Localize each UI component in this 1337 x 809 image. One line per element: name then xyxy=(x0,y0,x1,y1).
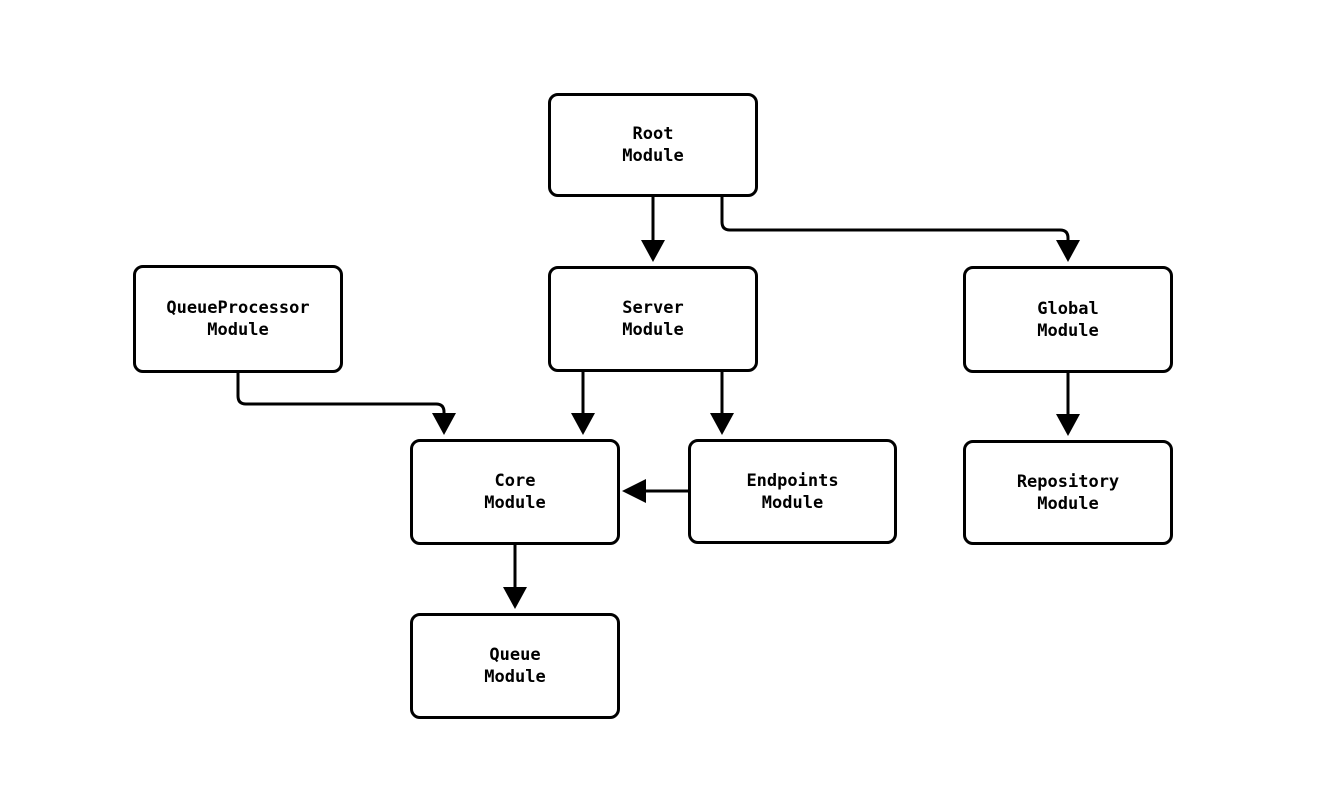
arrowhead-root-to-server xyxy=(641,240,665,262)
arrowhead-server-to-core xyxy=(571,413,595,435)
queueprocessor-module-title: QueueProcessor xyxy=(166,298,310,318)
endpoints-module-subtitle: Module xyxy=(761,492,824,513)
edge-root-to-global xyxy=(720,197,1080,262)
repository-module-node[interactable]: Repository Module xyxy=(963,440,1173,545)
arrowhead-root-to-global xyxy=(1056,240,1080,262)
global-module-node[interactable]: Global Module xyxy=(963,266,1173,373)
arrowhead-core-to-queue xyxy=(503,587,527,609)
core-module-node[interactable]: Core Module xyxy=(410,439,620,545)
queue-module-title: Queue xyxy=(489,645,541,665)
edge-global-to-repository xyxy=(1056,373,1080,436)
server-module-node[interactable]: Server Module xyxy=(548,266,758,372)
root-module-node[interactable]: Root Module xyxy=(548,93,758,197)
edge-endpoints-to-core xyxy=(622,479,688,503)
global-module-subtitle: Module xyxy=(1037,320,1099,341)
arrowhead-endpoints-to-core xyxy=(622,479,646,503)
server-module-subtitle: Module xyxy=(622,320,684,340)
edge-queueprocessor-to-core xyxy=(236,373,456,435)
arrowhead-server-to-endpoints xyxy=(710,413,734,435)
edge-root-to-server xyxy=(641,197,665,262)
queueprocessor-module-subtitle: Module xyxy=(207,320,269,340)
root-module-title: Root xyxy=(632,124,674,144)
global-module-title: Global xyxy=(1037,298,1099,319)
repository-module-subtitle: Module xyxy=(1037,493,1099,514)
core-module-subtitle: Module xyxy=(484,493,546,513)
queueprocessor-module-node[interactable]: QueueProcessor Module xyxy=(133,265,343,373)
endpoints-module-node[interactable]: Endpoints Module xyxy=(688,439,897,544)
queue-module-node[interactable]: Queue Module xyxy=(410,613,620,719)
core-module-title: Core xyxy=(494,471,536,491)
arrowhead-queueprocessor-to-core xyxy=(432,413,456,435)
edge-server-to-endpoints xyxy=(710,372,734,435)
edge-server-to-core xyxy=(571,372,595,435)
queue-module-subtitle: Module xyxy=(484,667,546,687)
edge-core-to-queue xyxy=(503,545,527,609)
endpoints-module-title: Endpoints xyxy=(746,470,839,491)
arrowhead-global-to-repository xyxy=(1056,414,1080,436)
repository-module-title: Repository xyxy=(1016,471,1120,492)
root-module-subtitle: Module xyxy=(622,146,684,166)
server-module-title: Server xyxy=(622,298,684,318)
